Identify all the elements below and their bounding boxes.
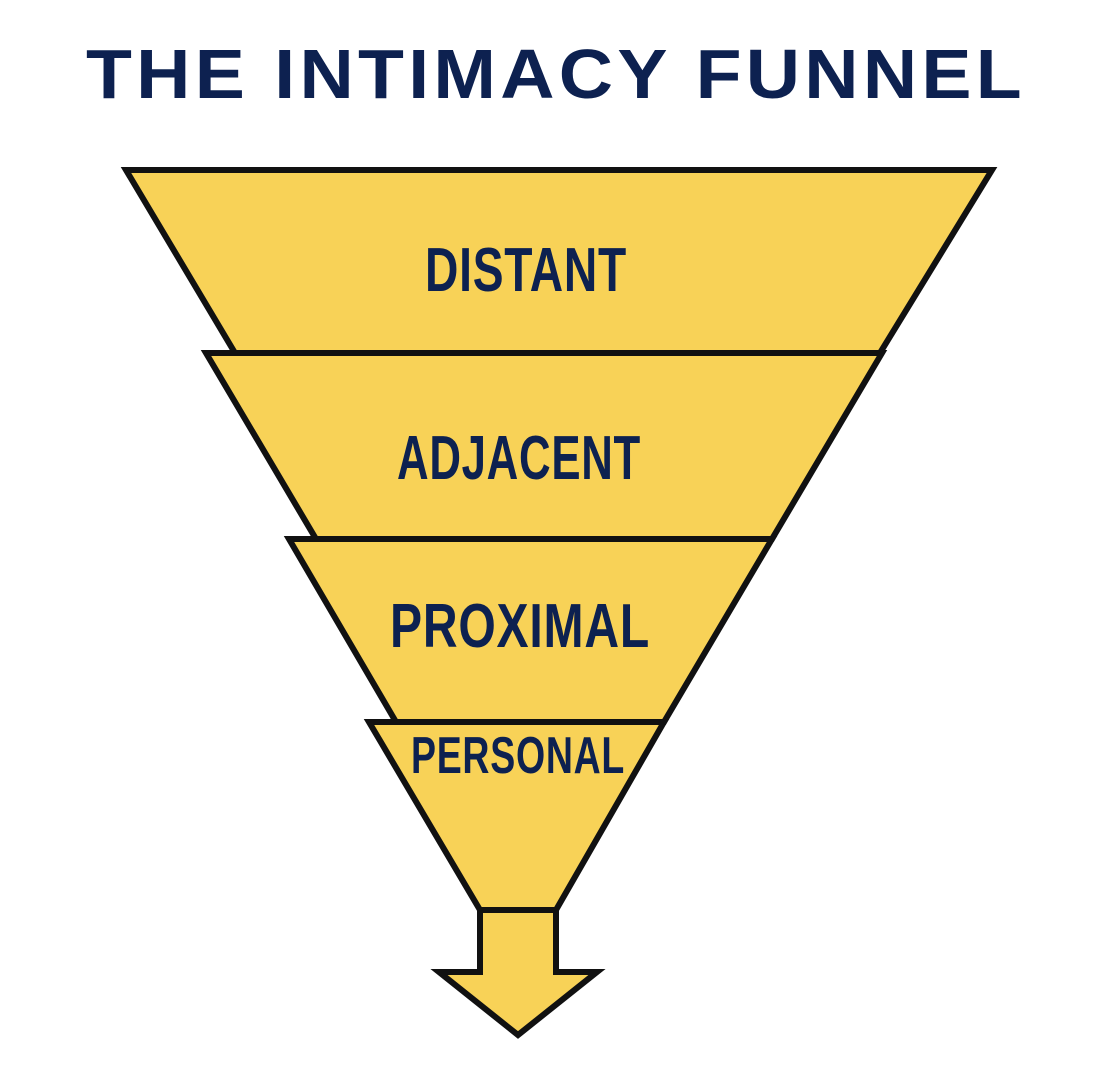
page-title: THE INTIMACY FUNNEL (86, 35, 1026, 113)
funnel-stage-proximal: PROXIMAL (283, 536, 778, 725)
stage-label-distant: DISTANT (425, 236, 627, 305)
funnel-stage-adjacent: ADJACENT (200, 350, 888, 542)
stage-label-personal: PERSONAL (411, 727, 625, 785)
down-arrow-icon (430, 907, 606, 1039)
stage-label-proximal: PROXIMAL (390, 592, 650, 661)
stage-label-adjacent: ADJACENT (397, 424, 641, 493)
funnel-stage-distant: DISTANT (120, 167, 998, 356)
funnel-stage-personal: PERSONAL (363, 719, 670, 913)
